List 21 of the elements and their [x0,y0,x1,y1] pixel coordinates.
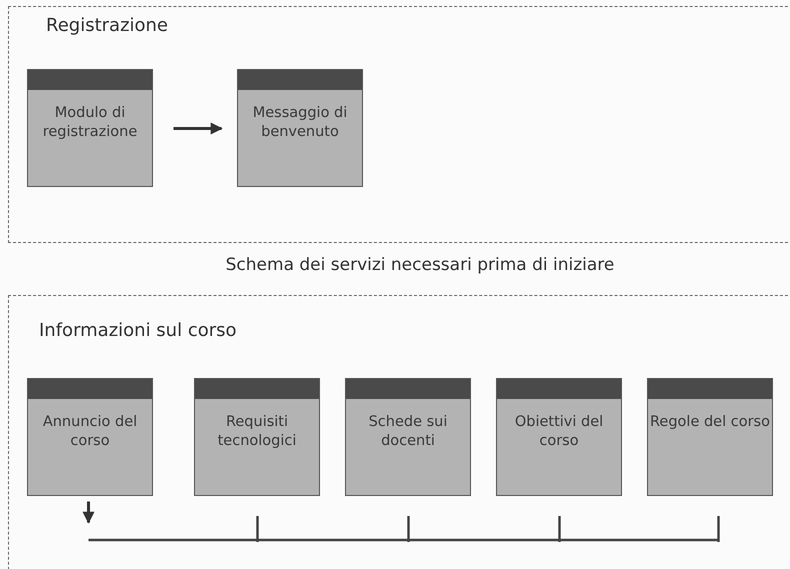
box-label: Regole del corso [650,413,770,432]
box-label: Requisiti tecnologici [216,413,298,451]
process-box [27,378,153,496]
arrow [82,502,94,524]
box-label: Obiettivi del corso [514,413,604,451]
box-label: Messaggio di benvenuto [252,104,348,142]
dashed-group-frame [8,6,790,243]
process-box [194,378,320,496]
process-box [345,378,471,496]
caption: Schema dei servizi necessari prima di iniziare [224,255,616,275]
process-box [237,69,363,187]
group-heading: Registrazione [46,15,168,36]
process-box [647,378,773,496]
box-label: Modulo di registrazione [42,104,138,142]
group-heading: Informazioni sul corso [39,320,237,341]
dashed-group-frame [8,295,790,569]
process-box [27,69,153,187]
arrow [174,122,223,134]
box-label: Annuncio del corso [42,413,138,451]
box-label: Schede sui docenti [368,413,448,451]
process-box [496,378,622,496]
